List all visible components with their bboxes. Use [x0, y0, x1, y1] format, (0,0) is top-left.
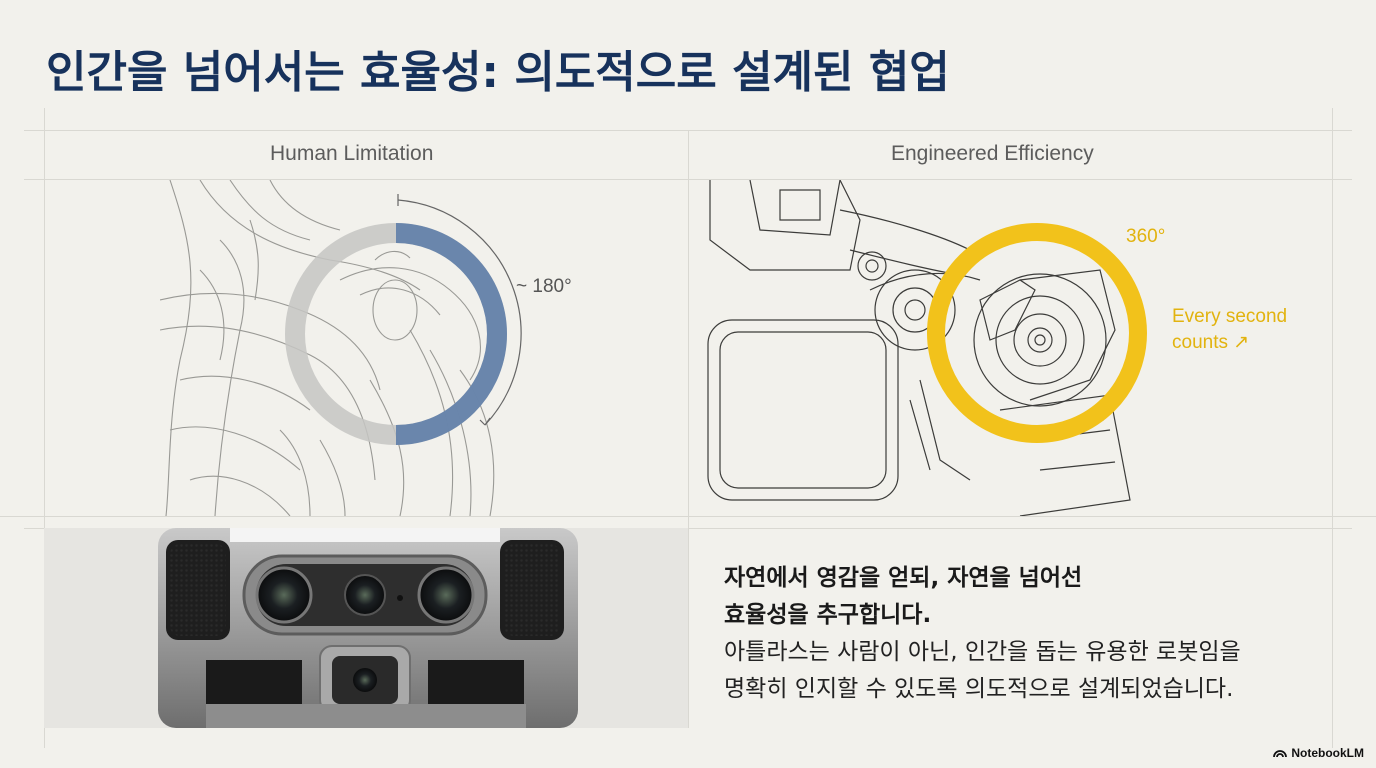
grid-line-center — [688, 130, 689, 728]
notebooklm-brand: NotebookLM — [1273, 746, 1364, 760]
robot-head-image — [44, 528, 688, 728]
brand-label: NotebookLM — [1291, 746, 1364, 760]
human-limitation-header: Human Limitation — [270, 142, 434, 165]
robot-note-line2: counts ↗ — [1172, 332, 1250, 353]
grid-line-left — [44, 108, 45, 748]
lead-line-1: 자연에서 영감을 얻되, 자연을 넘어선 — [724, 565, 1083, 591]
human-angle-label: ~ 180° — [516, 276, 572, 297]
body-line-2: 명확히 인지할 수 있도록 의도적으로 설계되었습니다. — [724, 676, 1234, 702]
robot-angle-label: 360° — [1126, 226, 1166, 247]
notebooklm-logo-icon — [1273, 750, 1288, 758]
lead-line-2: 효율성을 추구합니다. — [724, 602, 932, 628]
grid-line-right — [1332, 108, 1333, 748]
description-block: 자연에서 영감을 얻되, 자연을 넘어선 효율성을 추구합니다. 아틀라스는 사… — [724, 560, 1344, 708]
engineered-efficiency-header: Engineered Efficiency — [891, 142, 1094, 165]
body-line-1: 아틀라스는 사람이 아닌, 인간을 돕는 유용한 로봇임을 — [724, 639, 1241, 665]
human-range-arc — [395, 223, 507, 445]
human-shoulder-illustration — [160, 180, 522, 516]
robot-range-ring — [927, 223, 1147, 443]
robot-joint-illustration — [707, 180, 1147, 516]
robot-note-line1: Every second — [1172, 306, 1288, 327]
page-title: 인간을 넘어서는 효율성: 의도적으로 설계된 협업 — [46, 47, 950, 98]
